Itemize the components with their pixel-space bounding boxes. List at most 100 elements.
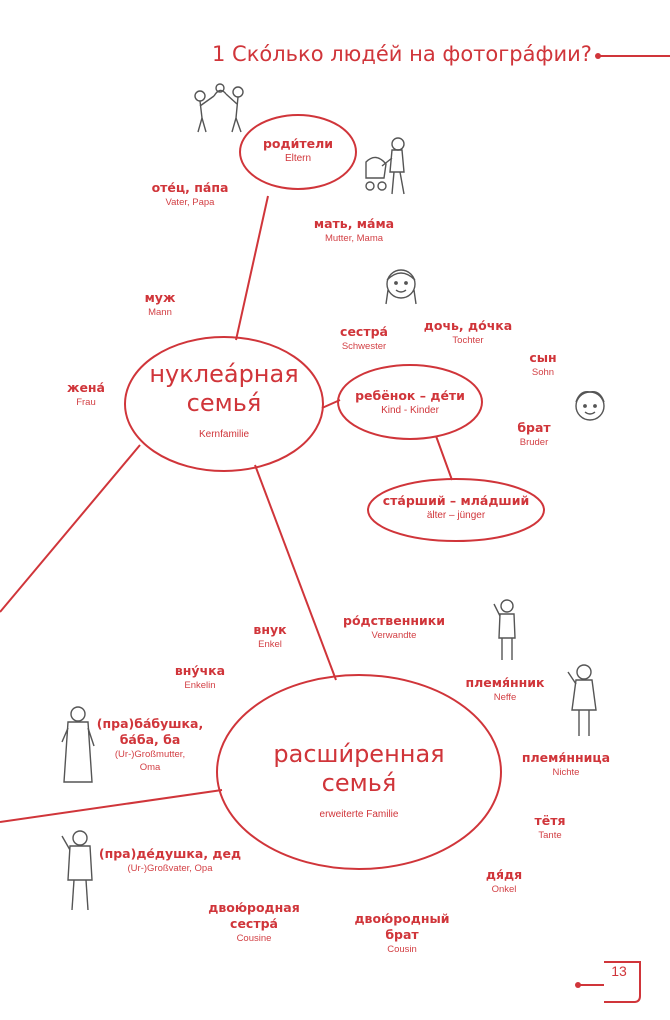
node-nuclear-de: Kernfamilie bbox=[198, 429, 250, 440]
term-uncle: дя́дя Onkel bbox=[476, 867, 532, 896]
term-son-ru: сын bbox=[529, 350, 557, 365]
term-father-ru: оте́ц, па́па bbox=[151, 180, 229, 195]
node-nuclear-line1: нуклеа́рная bbox=[149, 360, 299, 388]
term-granddaughter-ru: вну́чка bbox=[174, 663, 226, 678]
node-older-ellipse bbox=[367, 478, 545, 542]
page-title: 1 Ско́лько люде́й на фотогра́фии? bbox=[212, 42, 592, 66]
connector-extended-left bbox=[0, 789, 223, 823]
node-extended-line2: семья́ bbox=[321, 769, 397, 797]
term-cousin-male-ru1: двою́родный bbox=[354, 911, 450, 926]
term-niece-ru: племя́нница bbox=[521, 750, 611, 765]
term-husband-de: Mann bbox=[148, 307, 172, 318]
term-uncle-de: Onkel bbox=[491, 884, 517, 895]
term-wife-ru: жена́ bbox=[67, 380, 105, 395]
node-nuclear-line2: семья́ bbox=[186, 389, 262, 417]
term-sister-de: Schwester bbox=[341, 341, 387, 352]
node-older-ru: ста́рший – мла́дший bbox=[382, 493, 530, 508]
mother-with-stroller-icon bbox=[365, 137, 405, 195]
term-daughter-de: Tochter bbox=[452, 335, 484, 346]
term-brother: брат Bruder bbox=[506, 420, 562, 449]
boy-face-icon bbox=[575, 391, 605, 421]
node-roditeli-ellipse bbox=[239, 114, 357, 190]
term-son: сын Sohn bbox=[518, 350, 568, 379]
term-grandmother-de1: (Ur-)Großmutter, bbox=[114, 749, 186, 760]
term-grandfather: (пра)де́душка, дед (Ur-)Großvater, Opa bbox=[94, 846, 246, 875]
term-aunt: тётя Tante bbox=[522, 813, 578, 842]
girl-standing-icon bbox=[567, 664, 597, 736]
term-grandson-de: Enkel bbox=[258, 639, 282, 650]
term-cousin-male-de: Cousin bbox=[387, 944, 417, 955]
term-mother: мать, ма́ма Mutter, Mama bbox=[300, 216, 408, 245]
term-nephew-de: Neffe bbox=[493, 692, 517, 703]
term-grandmother-ru2: ба́ба, ба bbox=[119, 732, 181, 747]
term-grandfather-de: (Ur-)Großvater, Opa bbox=[127, 863, 213, 874]
connector-nuclear-child bbox=[321, 399, 341, 409]
term-wife-de: Frau bbox=[76, 397, 96, 408]
term-cousin-female-ru2: сестра́ bbox=[230, 916, 278, 931]
term-father: оте́ц, па́па Vater, Papa bbox=[140, 180, 240, 209]
node-nuclear-family: нуклеа́рная семья́ Kernfamilie bbox=[134, 360, 314, 442]
node-roditeli-de: Eltern bbox=[284, 153, 312, 164]
node-child: ребёнок – де́ти Kind - Kinder bbox=[338, 388, 482, 417]
grandmother-icon bbox=[61, 706, 95, 783]
node-extended-family: расши́ренная семья́ erweiterte Familie bbox=[244, 740, 474, 822]
connector-nuclear-extended bbox=[254, 464, 337, 681]
term-mother-de: Mutter, Mama bbox=[324, 233, 384, 244]
term-nephew-ru: племя́нник bbox=[465, 675, 545, 690]
term-cousin-female: двою́родная сестра́ Cousine bbox=[196, 900, 312, 945]
term-cousin-female-de: Cousine bbox=[236, 933, 272, 944]
term-cousin-male: двою́родный брат Cousin bbox=[344, 911, 460, 956]
term-cousin-male-ru2: брат bbox=[385, 927, 419, 942]
term-granddaughter: вну́чка Enkelin bbox=[164, 663, 236, 692]
node-nuclear-ellipse bbox=[124, 336, 324, 472]
header-rule-dot bbox=[595, 53, 601, 59]
term-son-de: Sohn bbox=[531, 367, 555, 378]
term-brother-ru: брат bbox=[517, 420, 551, 435]
term-husband-ru: муж bbox=[144, 290, 176, 305]
node-roditeli: роди́тели Eltern bbox=[248, 136, 348, 165]
node-child-de: Kind - Kinder bbox=[381, 405, 439, 416]
term-sister: сестра́ Schwester bbox=[326, 324, 402, 353]
term-mother-ru: мать, ма́ма bbox=[313, 216, 395, 231]
term-granddaughter-de: Enkelin bbox=[184, 680, 216, 691]
connector-nuclear-left bbox=[0, 444, 141, 613]
term-relatives-ru: ро́дственники bbox=[343, 613, 445, 628]
node-child-ellipse bbox=[337, 364, 483, 440]
boy-standing-icon bbox=[493, 599, 516, 660]
term-aunt-ru: тётя bbox=[534, 813, 566, 828]
node-older-younger: ста́рший – мла́дший älter – jünger bbox=[370, 493, 542, 522]
page-rule-dot bbox=[575, 982, 581, 988]
term-husband: муж Mann bbox=[130, 290, 190, 319]
node-extended-ellipse bbox=[216, 674, 502, 870]
term-grandson: внук Enkel bbox=[240, 622, 300, 651]
term-grandmother: (пра)ба́бушка, ба́ба, ба (Ur-)Großmutter… bbox=[94, 716, 206, 774]
node-extended-de: erweiterte Familie bbox=[319, 809, 399, 820]
node-extended-line1: расши́ренная bbox=[273, 740, 445, 768]
term-wife: жена́ Frau bbox=[56, 380, 116, 409]
term-aunt-de: Tante bbox=[538, 830, 562, 841]
connector-roditeli-nuclear bbox=[235, 195, 269, 341]
girl-face-icon bbox=[385, 269, 417, 305]
term-uncle-ru: дя́дя bbox=[485, 867, 523, 882]
term-grandmother-ru1: (пра)ба́бушка, bbox=[96, 716, 204, 731]
term-daughter-ru: дочь, до́чка bbox=[423, 318, 513, 333]
term-niece-de: Nichte bbox=[552, 767, 580, 778]
term-sister-ru: сестра́ bbox=[340, 324, 388, 339]
term-niece: племя́нница Nichte bbox=[510, 750, 622, 779]
parents-swinging-child-icon bbox=[194, 83, 244, 133]
term-relatives-de: Verwandte bbox=[371, 630, 417, 641]
term-grandfather-ru: (пра)де́душка, дед bbox=[98, 846, 242, 861]
page-number: 13 bbox=[611, 963, 627, 979]
term-cousin-female-ru1: двою́родная bbox=[208, 900, 300, 915]
connector-child-older bbox=[435, 435, 453, 481]
term-father-de: Vater, Papa bbox=[165, 197, 215, 208]
node-roditeli-ru: роди́тели bbox=[262, 136, 334, 151]
term-grandson-ru: внук bbox=[253, 622, 287, 637]
grandfather-icon bbox=[61, 830, 93, 911]
term-daughter: дочь, до́чка Tochter bbox=[414, 318, 522, 347]
node-older-de: älter – jünger bbox=[426, 510, 486, 521]
page-number-frame bbox=[604, 961, 641, 1003]
term-grandmother-de2: Oma bbox=[139, 762, 161, 773]
